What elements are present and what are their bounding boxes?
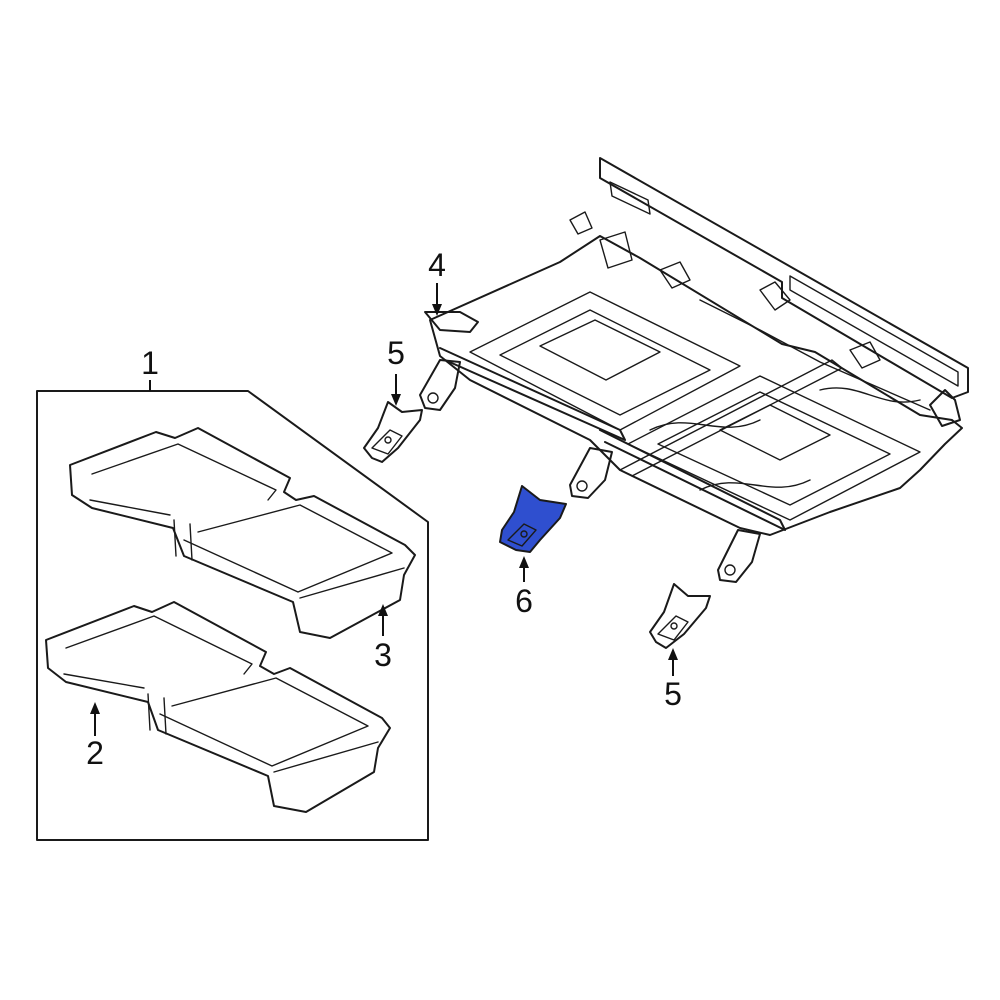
- bracket-6-highlighted: [499, 485, 567, 553]
- callout-3: 3: [374, 604, 392, 673]
- callout-5-left-label: 5: [387, 335, 405, 371]
- callout-2-label: 2: [86, 735, 104, 771]
- callout-5-left: 5: [387, 335, 405, 406]
- callout-2: 2: [86, 702, 104, 771]
- callout-1: 1: [141, 345, 159, 381]
- bracket-5-left: [363, 401, 423, 463]
- seat-cushion-upper: [69, 427, 416, 639]
- seat-frame: [419, 157, 969, 583]
- cushion-assembly-box: [36, 380, 429, 841]
- callout-3-label: 3: [374, 637, 392, 673]
- callout-6: 6: [515, 556, 533, 619]
- callout-6-label: 6: [515, 583, 533, 619]
- callout-4-label: 4: [428, 247, 446, 283]
- bracket-5-right: [649, 583, 711, 649]
- callout-5-right-label: 5: [664, 676, 682, 712]
- callout-5-right: 5: [664, 648, 682, 712]
- callout-4: 4: [428, 247, 446, 316]
- callout-1-label: 1: [141, 345, 159, 381]
- seat-cushion-lower: [45, 601, 391, 813]
